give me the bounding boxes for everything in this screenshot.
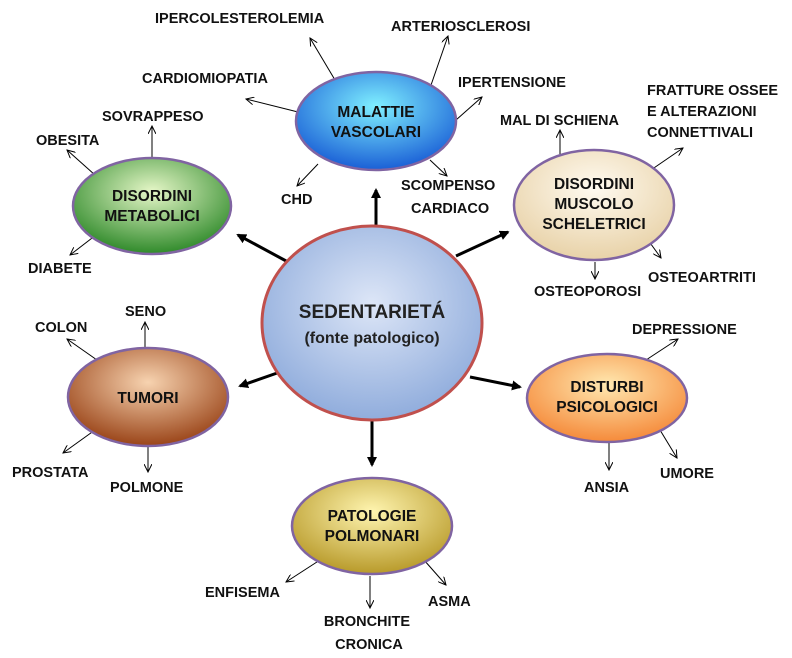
leaf-arrow (286, 559, 321, 582)
leaf-ipercolesterolemia: IPERCOLESTEROLEMIA (155, 11, 325, 27)
leaf-arrow (310, 38, 336, 81)
leaf-prostata: PROSTATA (12, 465, 89, 481)
leaf-enfisema: ENFISEMA (205, 585, 280, 601)
node-vascolari: MALATTIE VASCOLARI (294, 70, 458, 172)
leaf-arrows (63, 36, 683, 608)
leaf-arrow (67, 339, 98, 361)
leaf-sovrappeso: SOVRAPPESO (102, 109, 204, 125)
node-polmonari: PATOLOGIE POLMONARI (290, 476, 454, 576)
leaf-arrow (246, 99, 299, 113)
leaf-arrow (423, 559, 446, 585)
node-label: TUMORI (117, 390, 178, 407)
leaf-scompenso-cardiaco: SCOMPENSO CARDIACO (401, 178, 499, 217)
leaf-arrow (645, 339, 678, 361)
leaf-chd: CHD (281, 192, 312, 208)
node-label: PATOLOGIE (328, 508, 417, 525)
leaf-arrow (67, 150, 96, 176)
node-label: PSICOLOGICI (556, 399, 658, 416)
leaf-osteoporosi: OSTEOPOROSI (534, 284, 641, 300)
node-label: DISORDINI (554, 176, 634, 193)
node-label: DISTURBI (570, 379, 643, 396)
node-label: DISORDINI (112, 188, 192, 205)
center-node: SEDENTARIETÁ (fonte patologico) (260, 224, 484, 422)
leaf-arrow (297, 163, 319, 186)
arrow-to-muscolo (455, 230, 510, 258)
leaf-diabete: DIABETE (28, 261, 92, 277)
arrow-to-psicologici (469, 375, 522, 391)
node-label: SCHELETRICI (542, 216, 645, 233)
leaf-depressione: DEPRESSIONE (632, 322, 737, 338)
node-label: MUSCOLO (554, 196, 633, 213)
leaf-bronchite-cronica: BRONCHITE CRONICA (324, 614, 414, 653)
leaf-fratture-ossee: FRATTURE OSSEE E ALTERAZIONI CONNETTIVAL… (647, 83, 782, 141)
arrow-to-tumori (238, 370, 281, 389)
center-title: SEDENTARIETÁ (299, 301, 446, 323)
leaf-colon: COLON (35, 320, 87, 336)
leaf-cardiomiopatia: CARDIOMIOPATIA (142, 71, 268, 87)
node-tumori: TUMORI (66, 346, 230, 448)
leaf-umore: UMORE (660, 466, 714, 482)
node-label: VASCOLARI (331, 124, 421, 141)
leaf-asma: ASMA (428, 594, 471, 610)
leaf-ansia: ANSIA (584, 480, 630, 496)
node-label: METABOLICI (104, 208, 199, 225)
leaf-osteoartriti: OSTEOARTRITI (648, 270, 756, 286)
node-metabolici: DISORDINI METABOLICI (71, 156, 233, 256)
leaf-ipertensione: IPERTENSIONE (458, 75, 566, 91)
leaf-obesita: OBESITA (36, 133, 100, 149)
node-label: POLMONARI (325, 528, 420, 545)
leaf-seno: SENO (125, 304, 166, 320)
leaf-mal-di-schiena: MAL DI SCHIENA (500, 113, 619, 129)
leaf-arrow (429, 36, 448, 89)
node-label: MALATTIE (337, 104, 414, 121)
arrow-to-metabolici (236, 233, 289, 264)
leaf-arrow (455, 97, 482, 121)
center-subtitle: (fonte patologico) (304, 330, 439, 347)
node-psicologici: DISTURBI PSICOLOGICI (525, 352, 689, 444)
leaf-polmone: POLMONE (110, 480, 184, 496)
node-muscolo: DISORDINI MUSCOLO SCHELETRICI (512, 148, 676, 262)
main-arrows (236, 188, 522, 467)
leaf-arrow (63, 429, 96, 453)
leaf-arrow (429, 159, 447, 176)
leaf-arteriosclerosi: ARTERIOSCLEROSI (391, 19, 530, 35)
leaf-arrow (659, 429, 677, 458)
